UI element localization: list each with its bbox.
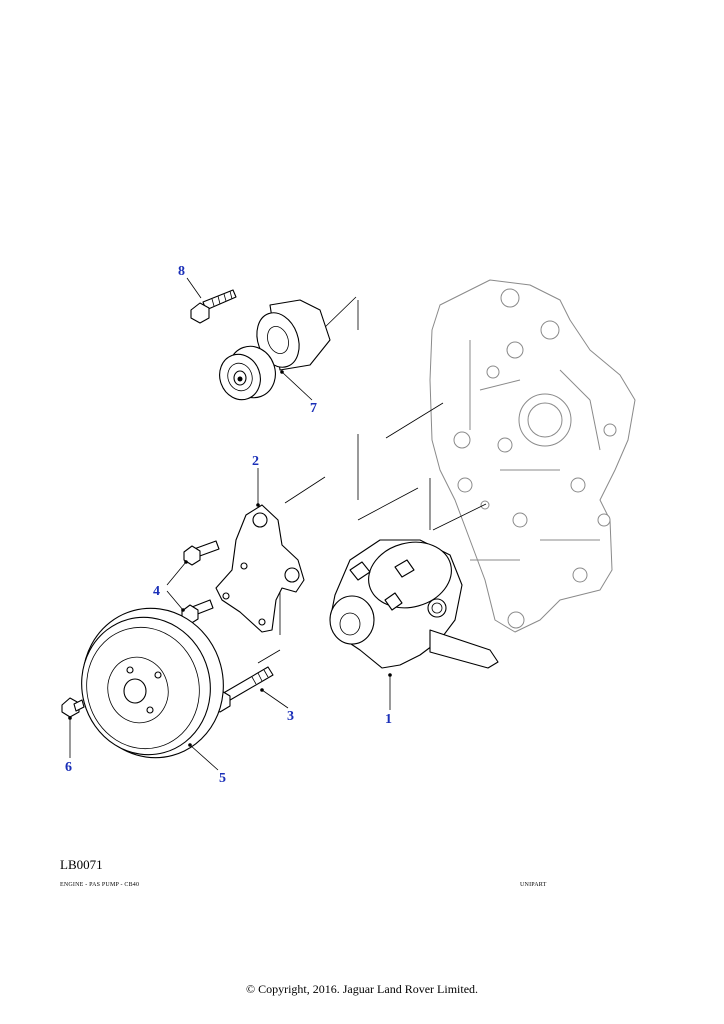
diagram-reference-code: LB0071 (60, 857, 103, 872)
bolt-part-4-upper (183, 540, 220, 566)
callout-8: 8 (178, 264, 185, 279)
callout-7: 7 (310, 401, 317, 416)
callout-2: 2 (252, 454, 259, 469)
diagram-caption: ENGINE - PAS PUMP - CB40 (60, 882, 140, 888)
callout-3: 3 (287, 709, 294, 724)
bolt-part-8 (190, 289, 237, 324)
supplier-label: UNIPART (520, 882, 547, 888)
pas-pump-part-1 (329, 539, 499, 669)
callout-1: 1 (385, 712, 392, 727)
bolt-part-6 (61, 697, 85, 718)
bracket-part-2 (215, 504, 305, 633)
callout-5: 5 (219, 771, 226, 786)
callout-6: 6 (65, 760, 72, 775)
leader-lines (257, 296, 487, 664)
engine-block-casting (429, 279, 636, 633)
pulley-part-5 (81, 607, 224, 759)
copyright-notice: © Copyright, 2016. Jaguar Land Rover Lim… (245, 982, 479, 996)
callout-leaders (68, 277, 392, 771)
callout-4: 4 (153, 584, 160, 599)
tensioner-pulley-part-7 (219, 299, 331, 401)
